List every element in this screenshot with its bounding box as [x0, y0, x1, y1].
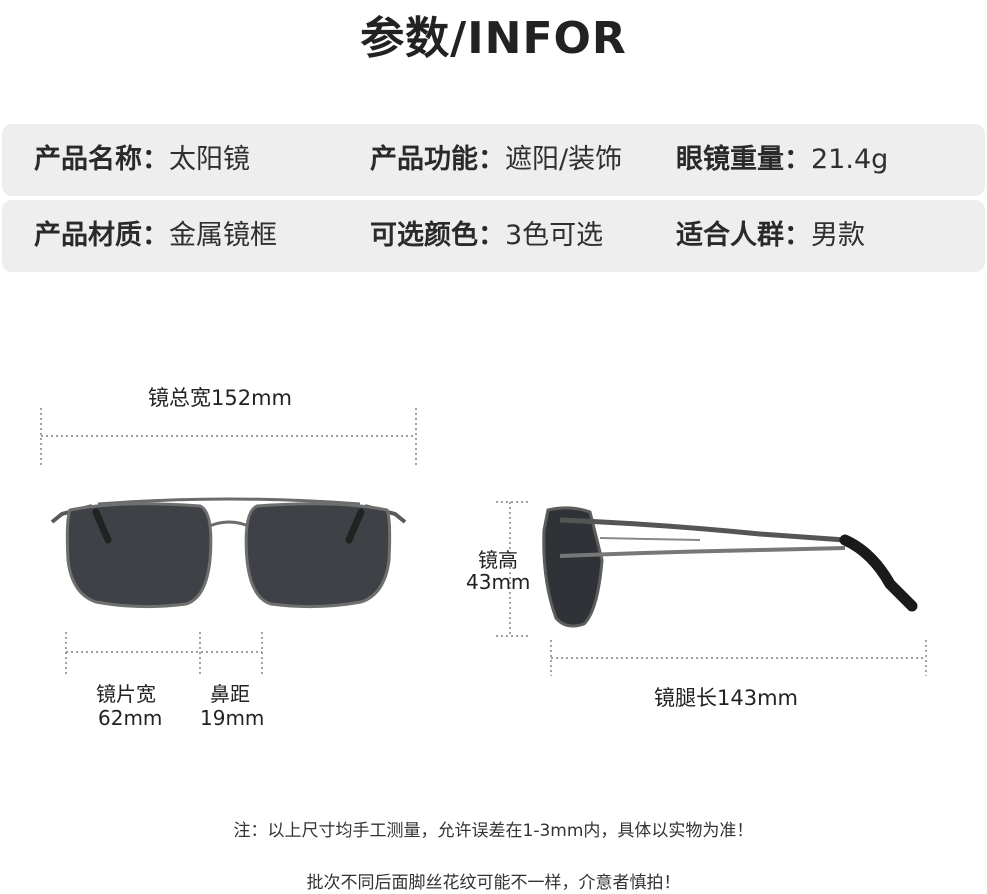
spec-value: 遮阳/装饰 [505, 144, 623, 175]
nose-distance-label: 鼻距 [210, 682, 250, 706]
spec-key: 适合人群： [676, 220, 811, 251]
spec-value: 男款 [811, 220, 865, 251]
spec-value: 金属镜框 [169, 220, 277, 251]
lens-width-value: 62mm [98, 706, 163, 730]
spec-material: 产品材质：金属镜框 [34, 200, 277, 272]
temple-length-label: 镜腿长143mm [654, 686, 798, 710]
spec-key: 产品名称： [34, 144, 169, 175]
note-batch: 批次不同后面脚丝花纹可能不一样，介意者慎拍！ [306, 873, 681, 893]
page-title: 参数/INFOR [360, 13, 627, 64]
spec-row-1: 产品名称：太阳镜 产品功能：遮阳/装饰 眼镜重量：21.4g [2, 124, 985, 196]
total-width-label: 镜总宽152mm [148, 386, 292, 410]
spec-function: 产品功能：遮阳/装饰 [370, 124, 622, 196]
temple-length-guide [550, 640, 927, 676]
spec-key: 眼镜重量： [676, 144, 811, 175]
lens-height-value: 43mm [466, 570, 531, 594]
nose-distance-value: 19mm [200, 706, 265, 730]
spec-name: 产品名称：太阳镜 [34, 124, 250, 196]
lens-width-label: 镜片宽 [96, 682, 156, 706]
spec-value: 3色可选 [505, 220, 604, 251]
lens-nose-guide [65, 632, 263, 674]
spec-audience: 适合人群：男款 [676, 200, 865, 272]
glasses-side-view [542, 506, 918, 628]
spec-weight: 眼镜重量：21.4g [676, 124, 888, 196]
spec-key: 可选颜色： [370, 220, 505, 251]
total-width-guide [40, 408, 417, 468]
spec-value: 太阳镜 [169, 144, 250, 175]
spec-key: 产品材质： [34, 220, 169, 251]
spec-value: 21.4g [811, 144, 889, 175]
spec-key: 产品功能： [370, 144, 505, 175]
note-measurement: 注：以上尺寸均手工测量，允许误差在1-3mm内，具体以实物为准！ [233, 821, 754, 841]
lens-height-label: 镜高 [478, 548, 518, 572]
glasses-front-view [50, 497, 407, 609]
lens-height-guide [496, 501, 530, 637]
spec-colors: 可选颜色：3色可选 [370, 200, 603, 272]
spec-row-2: 产品材质：金属镜框 可选颜色：3色可选 适合人群：男款 [2, 200, 985, 272]
